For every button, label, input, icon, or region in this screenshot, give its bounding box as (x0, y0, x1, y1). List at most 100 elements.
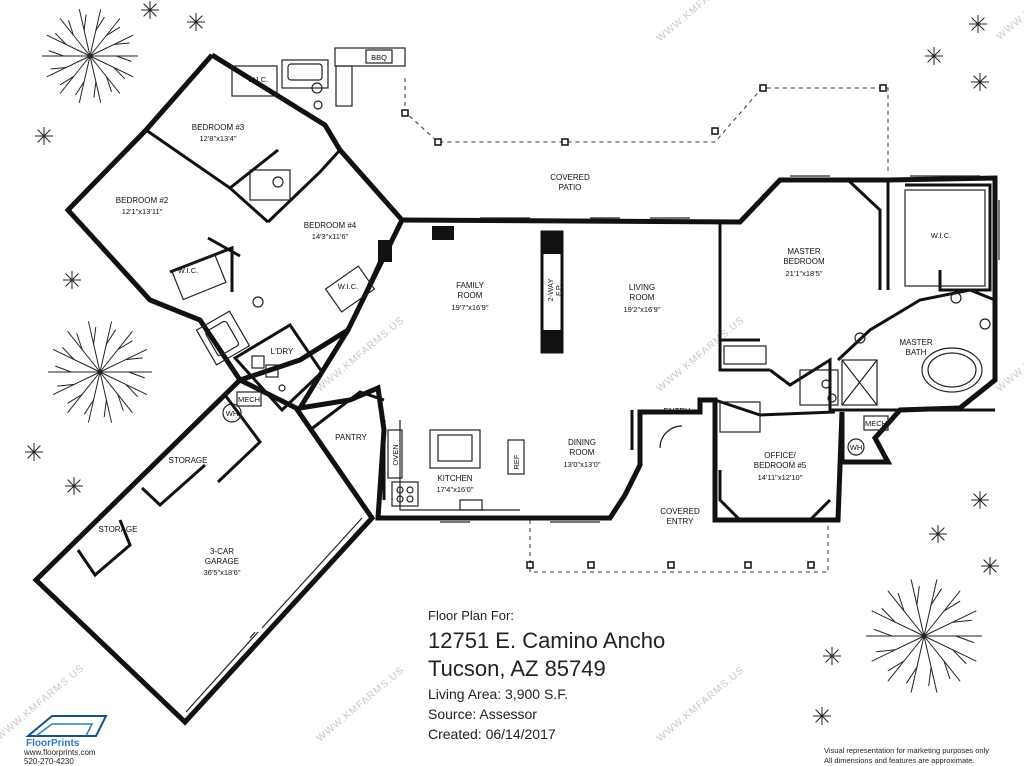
wh-label: WH (226, 409, 239, 418)
bedroom3-label: BEDROOM #3 (192, 123, 245, 132)
room-labels: BEDROOM #3 12'8"x13'4" BEDROOM #2 12'1"x… (99, 75, 952, 577)
watermark: WWW.KMFARMS.US (655, 665, 747, 745)
tree-icon (35, 127, 53, 145)
living-room-label: LIVING (629, 283, 655, 292)
logo-text: FloorPrints (26, 738, 80, 749)
master-tub (921, 347, 983, 393)
entry-label: ENTRY (664, 407, 692, 416)
svg-text:ROOM: ROOM (570, 448, 595, 457)
bbq-label: BBQ (371, 53, 387, 62)
entry-posts (526, 561, 815, 569)
disclaimer-line-1: Visual representation for marketing purp… (824, 746, 989, 755)
watermark: WWW.KMFARMS.US (655, 0, 747, 44)
svg-text:ROOM: ROOM (458, 291, 483, 300)
tree-icon (141, 1, 159, 19)
dining-room-label: DINING (568, 438, 596, 447)
bedroom2-dims: 12'1"x13'11" (122, 207, 163, 216)
bedroom3-dims: 12'8"x13'4" (200, 134, 237, 143)
garage-label: 3-CAR (210, 547, 234, 556)
storage-label: STORAGE (99, 525, 138, 534)
pantry-label: PANTRY (335, 433, 367, 442)
wic-label: W.I.C. (338, 282, 358, 291)
landscape-trees (25, 1, 999, 725)
laundry-label: L'DRY (271, 347, 294, 356)
bedroom-wing-wall (64, 52, 405, 383)
svg-text:PATIO: PATIO (559, 183, 582, 192)
family-room-dims: 19'7"x16'9" (452, 303, 489, 312)
covered-entry-label: COVERED (660, 507, 700, 516)
water-heater-master (847, 438, 865, 456)
office-dims: 14'11"x12'10" (758, 473, 803, 482)
fireplace-label: 2-WAY (546, 279, 555, 302)
tree-icon (187, 13, 205, 31)
wh-label: WH (850, 443, 863, 452)
covered-entry-outline (529, 520, 829, 573)
wic-label: W.I.C. (248, 75, 268, 84)
office-label: OFFICE/ (764, 451, 796, 460)
water-heater-garage (222, 403, 242, 423)
tree-icon (63, 271, 81, 289)
family-room-label: FAMILY (456, 281, 485, 290)
main-house-wall (295, 175, 998, 523)
tree-icon (929, 525, 947, 543)
master-bath-label: MASTER (899, 338, 933, 347)
patio-posts (401, 84, 887, 146)
svg-text:ROOM: ROOM (630, 293, 655, 302)
svg-text:F.P.: F.P. (554, 284, 563, 296)
watermark: WWW.KMFARMS.US (315, 665, 407, 745)
dining-room-dims: 13'0"x13'0" (564, 460, 601, 469)
mech-garage (236, 391, 262, 407)
bbq-counter (334, 47, 406, 67)
svg-text:ENTRY: ENTRY (667, 517, 695, 526)
wic-bedroom2 (171, 253, 227, 301)
svg-text:GARAGE: GARAGE (205, 557, 239, 566)
patio-label: COVERED (550, 173, 590, 182)
tree-icon (925, 47, 943, 65)
mech-label: MECH (238, 395, 260, 404)
tree-icon (969, 15, 987, 33)
windows (440, 175, 1000, 523)
kitchen-dims: 17'4"x16'0" (437, 485, 474, 494)
kitchen-island (429, 429, 481, 469)
watermark: WWW.KMFARMS.US (995, 0, 1024, 42)
bedroom2-label: BEDROOM #2 (116, 196, 169, 205)
ref-label: REF (512, 454, 521, 469)
tree-icon (48, 321, 152, 423)
wic-label: W.I.C. (931, 231, 951, 240)
address-line-1: 12751 E. Camino Ancho (428, 628, 666, 653)
watermark: WWW.KMFARMS.US (995, 315, 1024, 395)
living-area: Living Area: 3,900 S.F. (428, 686, 569, 702)
floorprints-logo (25, 715, 108, 737)
oven (387, 429, 403, 479)
covered-patio-outline (404, 78, 889, 175)
website-link[interactable]: www.floorprints.com (24, 748, 96, 757)
svg-text:BATH: BATH (906, 348, 927, 357)
refrigerator (507, 439, 525, 475)
disclaimer-line-2: All dimensions and features are approxim… (824, 756, 975, 765)
tree-icon (25, 443, 43, 461)
bedroom4-label: BEDROOM #4 (304, 221, 357, 230)
tree-icon (813, 707, 831, 725)
tree-icon (866, 579, 982, 693)
tree-icon (42, 9, 138, 103)
master-wic (904, 189, 986, 287)
cooktop (391, 481, 419, 507)
mech-label: MECH (865, 419, 887, 428)
wic-bedroom3 (231, 65, 278, 97)
kitchen-label: KITCHEN (437, 474, 472, 483)
bedroom4-dims: 14'3"x11'6" (312, 232, 349, 241)
svg-text:BEDROOM: BEDROOM (783, 257, 825, 266)
oven-label: OVEN (391, 444, 400, 465)
tree-icon (981, 557, 999, 575)
garage-wall (32, 376, 376, 726)
family-fireplace-block (432, 226, 454, 240)
entry-door (659, 425, 683, 449)
tree-icon (971, 73, 989, 91)
source: Source: Assessor (428, 706, 537, 722)
mech-master (863, 415, 889, 431)
address-line-2: Tucson, AZ 85749 (428, 656, 606, 681)
garage-dims: 36'5"x18'6" (204, 568, 241, 577)
tree-icon (971, 491, 989, 509)
